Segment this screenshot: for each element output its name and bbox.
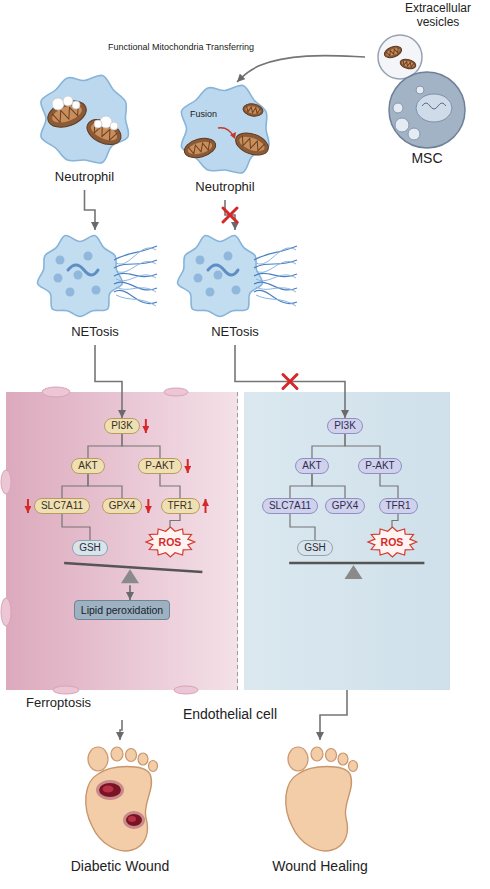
mitochondrion <box>83 114 125 149</box>
neutrophil-cell-shape <box>160 82 290 177</box>
block-cross <box>223 208 237 222</box>
change-arrow <box>145 419 147 433</box>
foot-illustration-shape <box>40 740 200 855</box>
ferroptosis-panel-shape <box>6 392 238 690</box>
protein-pill: AKT <box>71 458 104 474</box>
healthy-panel-shape <box>244 392 450 690</box>
cell-outline <box>181 85 269 173</box>
protein-pill: AKT <box>295 458 328 474</box>
netosis-cell: NETosis <box>170 230 300 345</box>
connector <box>320 690 347 740</box>
protein-label: P-AKT <box>359 459 400 473</box>
foot-illustration: Wound Healing <box>240 740 400 885</box>
protein-pill: GPX4 <box>325 498 366 514</box>
netosis-cell: NETosis <box>30 230 160 345</box>
ros-star: ROS <box>368 527 417 557</box>
foot-illustration: Diabetic Wound <box>40 740 200 885</box>
block-cross <box>283 375 297 389</box>
node-text: Neutrophil <box>160 180 290 195</box>
protein-label: TFR1 <box>162 499 199 513</box>
balance-bar <box>289 562 424 565</box>
protein-pill: PI3K <box>327 418 363 434</box>
edge-label: Functional Mitochondria Transferring <box>95 42 267 53</box>
protein-pill: SLC7A11 <box>262 498 318 514</box>
protein-label: GPX4 <box>103 499 142 513</box>
ferroptosis-panel: Ferroptosis PI3K AKT P-AKT SLC7A11 GPX4 TFR1GS… <box>6 392 238 720</box>
protein-label: P-AKT <box>139 459 180 473</box>
protein-pill: TFR1 <box>379 498 418 514</box>
neutrophil-cell: FusionNeutrophil <box>160 82 290 200</box>
protein-label: GSH <box>298 541 332 555</box>
healthy-panel: PI3K AKT P-AKT SLC7A11 GPX4 TFR1GSH ROS <box>244 392 450 690</box>
vesicle-circle: Extracellular vesicles <box>365 2 485 82</box>
ros-star: ROS <box>146 527 195 557</box>
msc-cell: MSC <box>372 70 482 168</box>
change-arrow <box>205 499 207 513</box>
cell-outline <box>38 235 123 316</box>
node-text: NETosis <box>30 325 160 340</box>
netosis-cell-shape <box>170 230 300 322</box>
node-text: Endothelial cell <box>150 706 310 722</box>
change-arrow <box>27 499 29 513</box>
protein-label: ROS <box>368 527 417 557</box>
connector <box>120 720 122 740</box>
protein-label: AKT <box>296 459 327 473</box>
cell-outline <box>41 75 129 163</box>
connector <box>237 56 365 82</box>
change-arrow <box>147 499 149 513</box>
mitochondrion <box>233 129 272 159</box>
protein-label: ROS <box>146 527 195 557</box>
cell-outline <box>178 235 263 316</box>
protein-label: PI3K <box>105 419 139 433</box>
neutrophil-cell: Neutrophil <box>22 72 147 190</box>
node-text: Neutrophil <box>22 170 147 185</box>
node-text: Fusion <box>190 109 230 119</box>
netosis-cell-shape <box>30 230 160 322</box>
node-text: Extracellular vesicles <box>393 2 483 30</box>
node-text: MSC <box>372 150 482 166</box>
protein-pill: GSH <box>72 540 108 556</box>
mitochondrion <box>182 135 218 161</box>
protein-label: TFR1 <box>380 499 417 513</box>
protein-pill: Lipid peroxidation <box>74 600 170 620</box>
node-text: NETosis <box>170 325 300 340</box>
node-text: Diabetic Wound <box>40 858 200 874</box>
protein-label: AKT <box>72 459 103 473</box>
mitochondrion <box>399 58 417 71</box>
mitochondrion <box>44 96 90 132</box>
protein-pill: P-AKT <box>358 458 401 474</box>
cell-region: Endothelial cell Ferroptosis PI3K AKT P-AKT S… <box>4 388 456 728</box>
node-text: Wound Healing <box>240 858 400 874</box>
protein-label: GPX4 <box>326 499 365 513</box>
protein-pill: PI3K <box>104 418 140 434</box>
protein-pill: SLC7A11 <box>34 498 90 514</box>
protein-label: Lipid peroxidation <box>75 601 169 619</box>
change-arrow <box>187 459 189 473</box>
foot-illustration-shape <box>240 740 400 855</box>
protein-label: SLC7A11 <box>35 499 89 513</box>
connector <box>85 190 96 230</box>
protein-label: SLC7A11 <box>263 499 317 513</box>
flow-arrow <box>129 585 131 600</box>
mitochondrion <box>242 102 264 117</box>
protein-pill: TFR1 <box>161 498 200 514</box>
protein-label: GSH <box>73 541 107 555</box>
protein-pill: GSH <box>297 540 333 556</box>
protein-label: PI3K <box>328 419 362 433</box>
protein-pill: GPX4 <box>102 498 143 514</box>
neutrophil-cell-shape <box>22 72 147 167</box>
mitochondrion <box>383 44 403 60</box>
protein-pill: P-AKT <box>138 458 181 474</box>
node-text: Ferroptosis <box>26 696 116 711</box>
